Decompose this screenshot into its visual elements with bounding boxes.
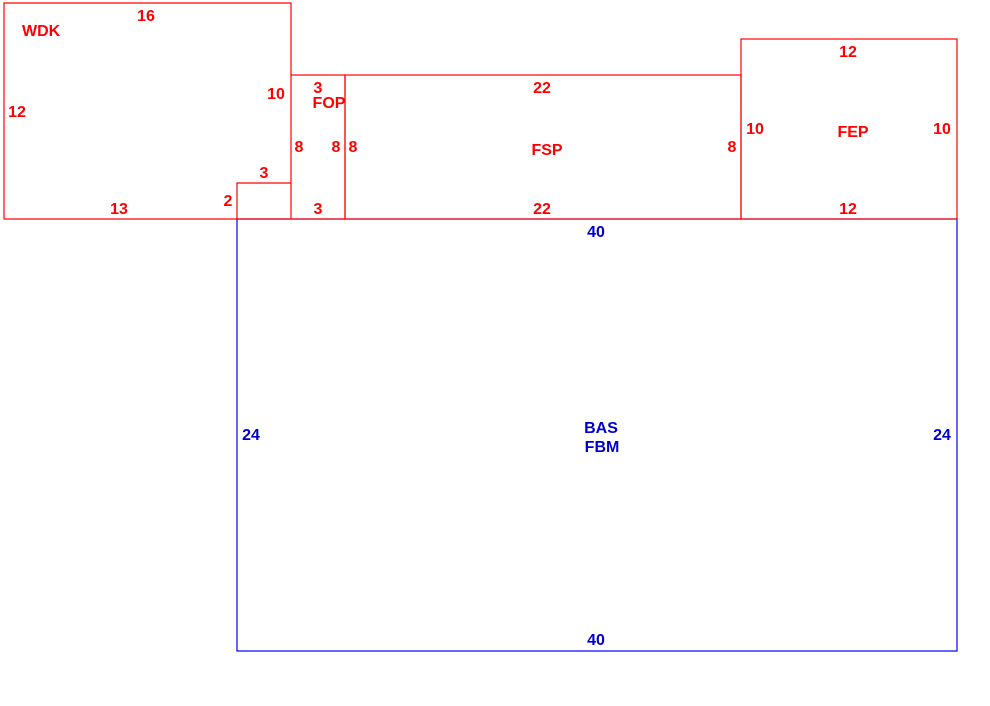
fsp-dim-left: 8 [349,139,358,156]
wdk-dim-top: 16 [137,8,155,25]
fep-dim-top: 12 [839,44,857,61]
wdk-dim-step-top: 3 [260,165,269,182]
bas-dim-right: 24 [933,427,951,444]
fsp-dim-top: 22 [533,80,551,97]
wdk-code: WDK [22,23,61,40]
fsp-code: FSP [531,142,562,159]
fsp-dim-bottom: 22 [533,201,551,218]
fop-dim-bottom: 3 [314,201,323,218]
fop-dim-right: 8 [332,139,341,156]
fop-dim-top: 3 [314,80,323,97]
bas-dim-top: 40 [587,224,605,241]
wdk-dim-bottom: 13 [110,201,128,218]
fep-code: FEP [837,124,868,141]
bas-dim-left: 24 [242,427,260,444]
fsp-dim-right: 8 [728,139,737,156]
fep-dim-right: 10 [933,121,951,138]
wdk-dim-right: 10 [267,86,285,103]
fep-dim-bottom: 12 [839,201,857,218]
wdk-area [3,2,292,220]
bas-code-secondary: FBM [585,439,620,456]
fep-dim-left: 10 [746,121,764,138]
fop-dim-left: 8 [295,139,304,156]
fop-code: FOP [313,95,346,112]
wdk-step [236,182,291,219]
bas-code: BAS [584,420,618,437]
wdk-dim-left: 12 [8,104,26,121]
bas-dim-bottom: 40 [587,632,605,649]
wdk-dim-step-side: 2 [224,193,233,210]
fep-area [740,38,958,220]
